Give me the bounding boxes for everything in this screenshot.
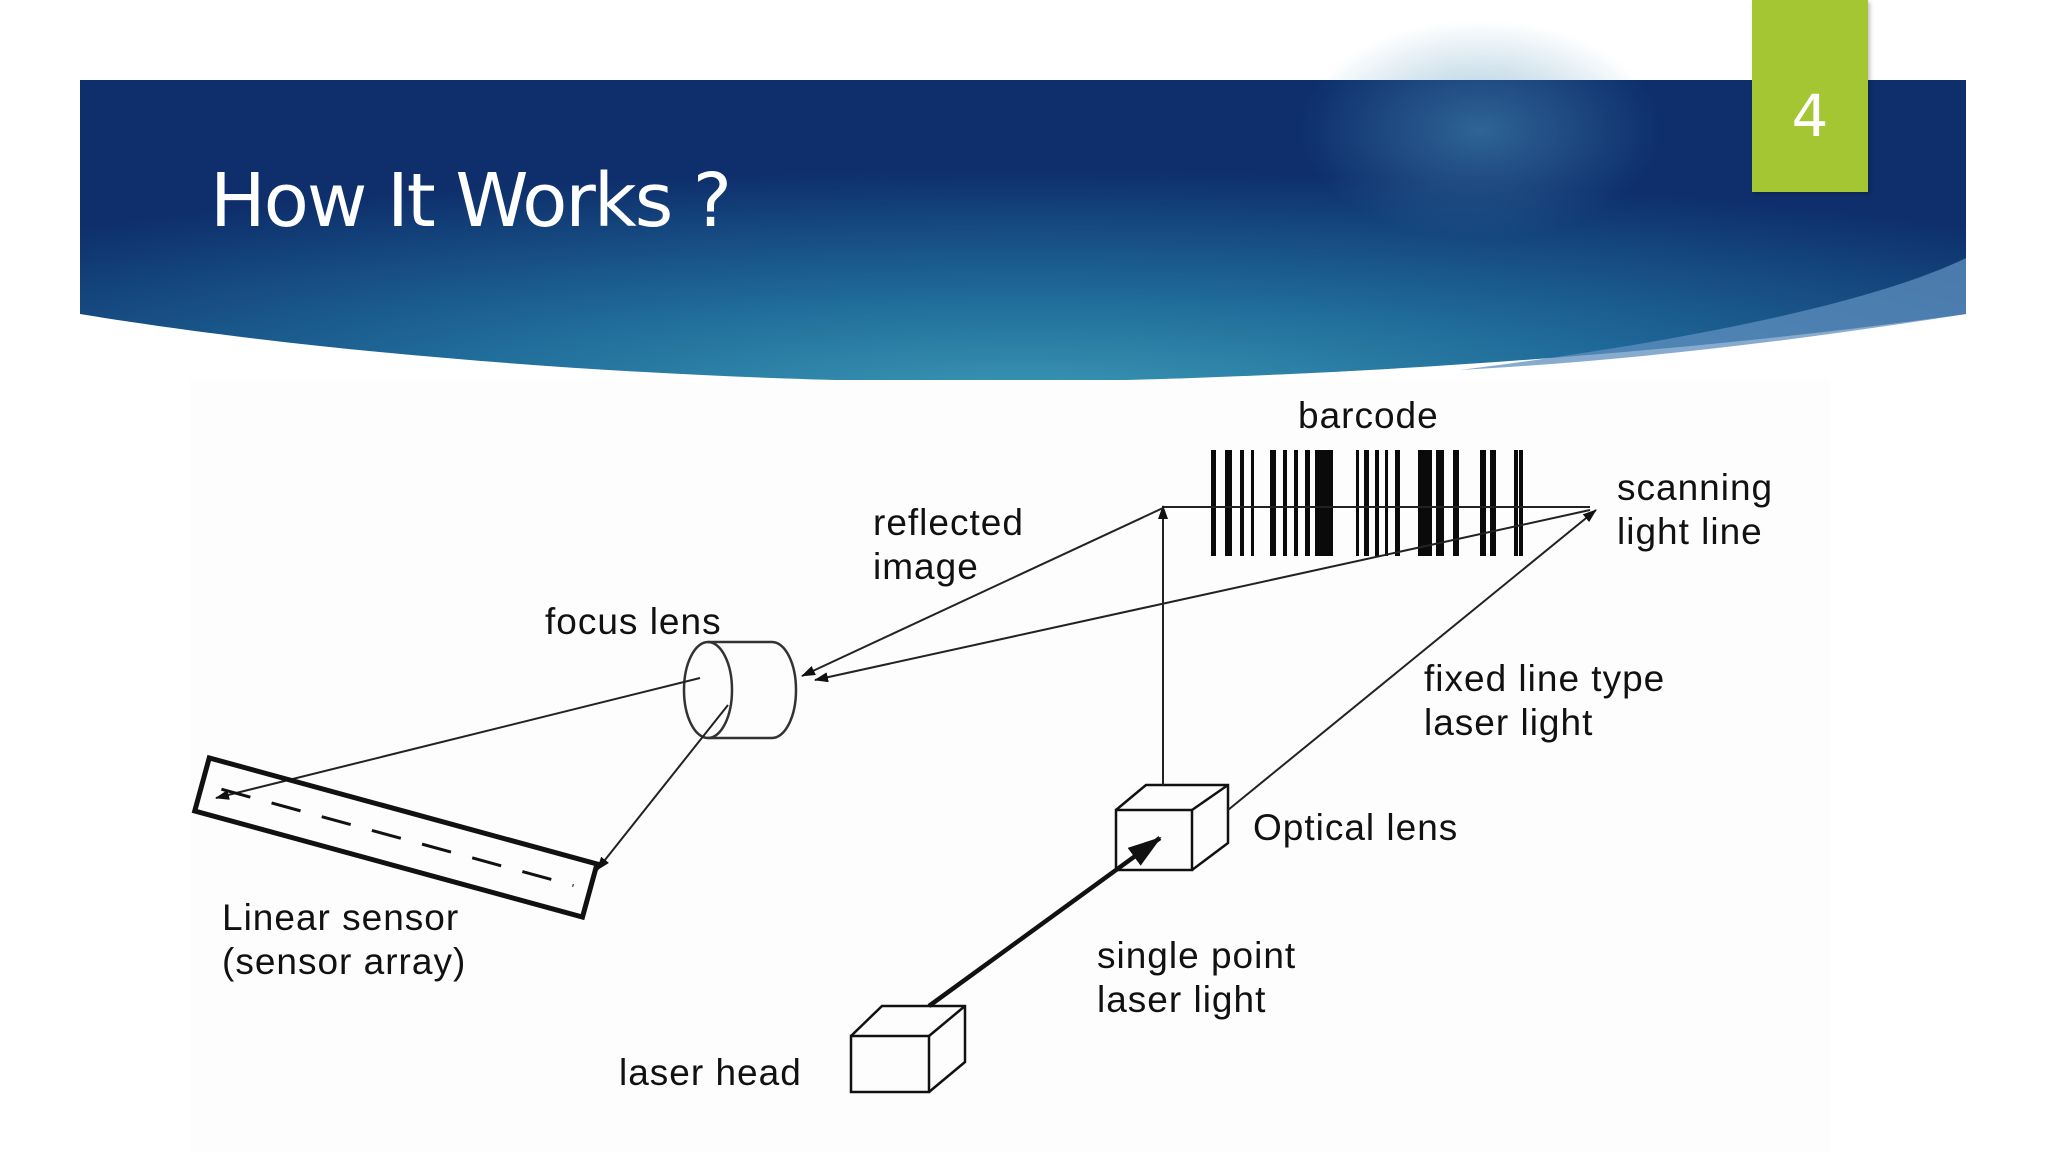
barcode-bar — [1490, 450, 1496, 556]
page-number: 4 — [1791, 82, 1829, 150]
barcode-bar — [1294, 450, 1298, 556]
barcode-bar — [1364, 450, 1369, 556]
barcode-bar — [1270, 450, 1276, 556]
label-linear-sensor: Linear sensor (sensor array) — [222, 897, 470, 982]
label-barcode: barcode — [1298, 395, 1439, 436]
banner-swoosh — [1460, 258, 1966, 370]
barcode-graphic — [1211, 450, 1523, 556]
diagram-background — [190, 380, 1830, 1152]
optical-lens-box — [1114, 783, 1230, 872]
page-number-badge: 4 — [1752, 0, 1868, 192]
barcode-bar — [1385, 450, 1388, 556]
label-fixed-line-type-laser-light: fixed line type laser light — [1424, 658, 1677, 743]
barcode-bar — [1453, 450, 1459, 556]
barcode-bar — [1305, 450, 1310, 556]
label-focus-lens: focus lens — [545, 601, 722, 642]
title-banner — [80, 20, 1966, 382]
barcode-bar — [1240, 450, 1244, 556]
barcode-bar — [1519, 450, 1523, 556]
barcode-bar — [1315, 450, 1333, 556]
barcode-bar — [1395, 450, 1400, 556]
reflected-ray-lower — [814, 509, 1591, 683]
linear-sensor — [191, 754, 601, 921]
single-point-laser-beam — [927, 836, 1162, 1008]
barcode-bar — [1225, 450, 1232, 556]
reflected-ray-upper — [801, 507, 1164, 677]
barcode-bar — [1418, 450, 1432, 556]
barcode-bar — [1480, 450, 1486, 556]
lens-to-sensor-ray-lower — [596, 704, 729, 871]
fixed-line-laser-beam — [1227, 509, 1597, 811]
barcode-bar — [1436, 450, 1444, 556]
barcode-bar — [1375, 450, 1379, 556]
lens-to-sensor-ray-upper — [215, 677, 701, 800]
barcode-bar — [1211, 450, 1216, 556]
focus-lens — [682, 640, 798, 740]
barcode-bar — [1514, 450, 1518, 556]
label-scanning-light-line: scanning light line — [1617, 467, 1784, 552]
label-single-point-laser-light: single point laser light — [1097, 935, 1307, 1020]
barcode-bar — [1283, 450, 1287, 556]
label-optical-lens: Optical lens — [1253, 807, 1458, 848]
label-reflected-image: reflected image — [873, 502, 1035, 587]
barcode-bar — [1356, 450, 1359, 556]
label-laser-head: laser head — [619, 1052, 802, 1093]
slide-title: How It Works ? — [210, 158, 732, 244]
laser-head-box — [849, 1004, 967, 1094]
barcode-bar — [1251, 450, 1254, 556]
